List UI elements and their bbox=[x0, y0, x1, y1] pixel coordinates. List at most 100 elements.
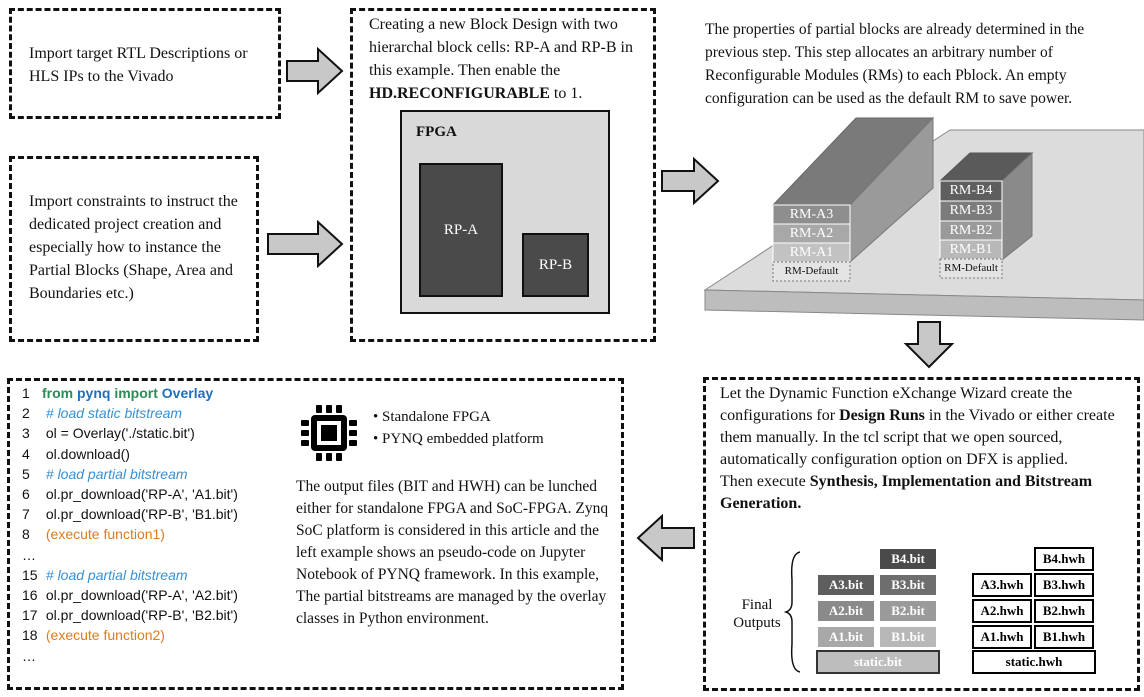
platform-top bbox=[703, 129, 1144, 301]
arrow-step3-to-step4 bbox=[661, 156, 720, 206]
code-line-number: … bbox=[22, 647, 36, 664]
bit-cell: B2.bit bbox=[878, 599, 938, 623]
step2-box: Import constraints to instruct the dedic… bbox=[9, 156, 259, 342]
stack-a-top bbox=[771, 117, 935, 206]
code-token: # load partial bitstream bbox=[42, 465, 188, 482]
rm-a1-label: RM-A1 bbox=[789, 245, 834, 260]
code-token: ol.pr_download('RP-A', 'A2.bit') bbox=[42, 587, 238, 604]
rm-b3-label: RM-B3 bbox=[949, 203, 993, 218]
code-line-number: 3 bbox=[22, 425, 30, 442]
bit-cell: A3.bit bbox=[816, 573, 876, 597]
rm-a3-label: RM-A3 bbox=[789, 207, 834, 222]
step2-text: Import constraints to instruct the dedic… bbox=[29, 193, 238, 302]
hwh-cell: B3.hwh bbox=[1034, 573, 1094, 597]
code-token: (execute function1) bbox=[42, 526, 165, 543]
code-line: 5 # load partial bitstream bbox=[22, 464, 238, 484]
code-line: 18 (execute function2) bbox=[22, 625, 238, 645]
code-token: (execute function2) bbox=[42, 627, 165, 644]
step5-p2-bold: Synthesis, Implementation and Bitstream … bbox=[720, 473, 1093, 512]
code-token: ol.pr_download('RP-B', 'B2.bit') bbox=[42, 607, 238, 624]
static-bit-cell: static.bit bbox=[816, 650, 940, 674]
code-line-number: 15 bbox=[22, 566, 38, 583]
code-token: import bbox=[114, 385, 162, 401]
code-token: # load partial bitstream bbox=[42, 566, 188, 583]
rp-a-label: RP-A bbox=[443, 221, 479, 238]
step5-p2-a: Then execute bbox=[720, 473, 810, 490]
arrow-step2-to-step3 bbox=[267, 219, 344, 269]
step6-text: The output files (BIT and HWH) can be lu… bbox=[296, 478, 609, 627]
step3-text-prefix: Creating a new Block Design with two hie… bbox=[369, 16, 633, 79]
code-line-number: 2 bbox=[22, 405, 30, 422]
code-token: # load static bitstream bbox=[42, 405, 183, 422]
code-token: ol = Overlay('./static.bit') bbox=[42, 425, 195, 442]
step4-text: The properties of partial blocks are alr… bbox=[705, 21, 1085, 107]
code-block: 1 from pynq import Overlay 2 # load static… bbox=[22, 383, 238, 666]
code-line-number: 1 bbox=[22, 385, 30, 401]
step3-text-bold: HD.RECONFIGURABLE bbox=[369, 85, 550, 102]
code-line-number: 5 bbox=[22, 465, 30, 482]
rm-default-a-label: RM-Default bbox=[784, 265, 839, 277]
step3-box: Creating a new Block Design with two hie… bbox=[350, 8, 656, 342]
code-line: 6 ol.pr_download('RP-A', 'A1.bit') bbox=[22, 484, 238, 504]
bit-cell: B3.bit bbox=[878, 573, 938, 597]
platform-front bbox=[704, 289, 1144, 321]
bullet-pynq-text: PYNQ embedded platform bbox=[382, 431, 544, 447]
bullet-pynq: • PYNQ embedded platform bbox=[373, 431, 544, 447]
code-line-number: 8 bbox=[22, 526, 30, 543]
bit-cell: B4.bit bbox=[878, 547, 938, 571]
code-line-number: 18 bbox=[22, 627, 38, 644]
arrow-step5-to-step6 bbox=[636, 513, 695, 563]
hwh-cell: B4.hwh bbox=[1034, 547, 1094, 571]
step5-box: Let the Dynamic Function eXchange Wizard… bbox=[703, 377, 1140, 691]
bit-cell: A2.bit bbox=[816, 599, 876, 623]
code-line: 16 ol.pr_download('RP-A', 'A2.bit') bbox=[22, 585, 238, 605]
step5-p1-b: in the Vivado or either create them manu… bbox=[720, 407, 1115, 468]
rm-b-labels: RM-B4 RM-B3 RM-B2 RM-B1 RM-Default bbox=[940, 181, 1002, 278]
hwh-cell: A2.hwh bbox=[972, 599, 1032, 623]
hwh-cell: B1.hwh bbox=[1034, 625, 1094, 649]
bit-cell: B1.bit bbox=[878, 625, 938, 649]
stack-a-side bbox=[849, 116, 934, 264]
step6-box: 1 from pynq import Overlay 2 # load static… bbox=[7, 378, 624, 690]
code-line: 17 ol.pr_download('RP-B', 'B2.bit') bbox=[22, 605, 238, 625]
code-token: pynq bbox=[77, 385, 115, 401]
code-line: 1 from pynq import Overlay bbox=[22, 383, 238, 403]
rm-b2-label: RM-B2 bbox=[949, 223, 993, 238]
code-line-number: 4 bbox=[22, 445, 30, 462]
code-line: 7 ol.pr_download('RP-B', 'B1.bit') bbox=[22, 504, 238, 524]
code-line: 15 # load partial bitstream bbox=[22, 565, 238, 585]
arrow-step4-to-step5 bbox=[903, 321, 955, 369]
step5-text: Let the Dynamic Function eXchange Wizard… bbox=[720, 383, 1130, 515]
rp-b-label: RP-B bbox=[538, 256, 573, 273]
step1-text: Import target RTL Descriptions or HLS IP… bbox=[29, 45, 248, 85]
code-line: … bbox=[22, 545, 238, 565]
fpga-block: FPGA RP-A RP-B bbox=[400, 110, 610, 314]
chip-icon bbox=[301, 405, 357, 461]
bit-cell: A1.bit bbox=[816, 625, 876, 649]
step1-box: Import target RTL Descriptions or HLS IP… bbox=[9, 8, 281, 119]
code-line-number: 16 bbox=[22, 587, 38, 604]
code-line-number: 6 bbox=[22, 486, 30, 503]
stack-b-top bbox=[938, 152, 1034, 182]
rm-b4-label: RM-B4 bbox=[949, 183, 993, 198]
code-token: Overlay bbox=[161, 385, 214, 401]
code-line: … bbox=[22, 646, 238, 666]
fpga-label: FPGA bbox=[416, 124, 457, 140]
hwh-cell: B2.hwh bbox=[1034, 599, 1094, 623]
step5-p1-bold: Design Runs bbox=[839, 407, 925, 424]
code-token: from bbox=[42, 385, 77, 401]
final-outputs-brace bbox=[784, 551, 801, 673]
stack-b-side bbox=[1001, 151, 1033, 262]
bullet-standalone: • Standalone FPGA bbox=[373, 409, 491, 425]
code-line-number: 7 bbox=[22, 506, 30, 523]
rm-a-labels: RM-A3 RM-A2 RM-A1 RM-Default bbox=[773, 205, 850, 281]
code-line-number: … bbox=[22, 546, 36, 563]
hwh-cell: A1.hwh bbox=[972, 625, 1032, 649]
code-token: ol.download() bbox=[42, 445, 130, 462]
step3-text: Creating a new Block Design with two hie… bbox=[369, 13, 649, 105]
rp-b-block: RP-B bbox=[522, 233, 589, 297]
code-line-number: 17 bbox=[22, 607, 38, 624]
rm-b1-label: RM-B1 bbox=[949, 242, 993, 257]
final-outputs-label: Final Outputs bbox=[733, 597, 781, 631]
code-line: 3 ol = Overlay('./static.bit') bbox=[22, 423, 238, 443]
